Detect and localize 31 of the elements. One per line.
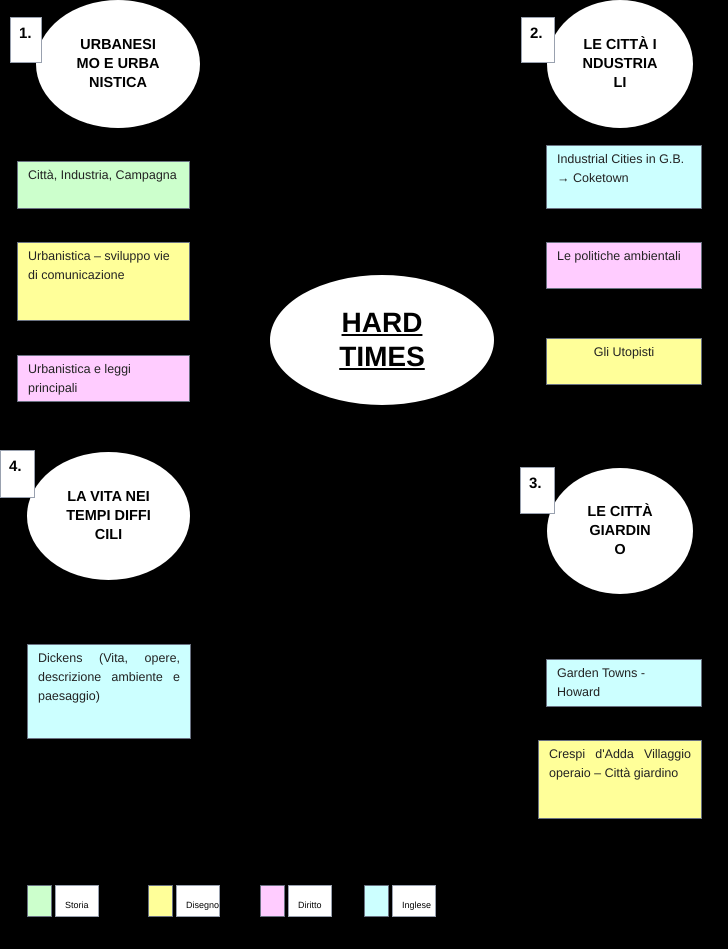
legend-label: Diritto: [288, 885, 332, 917]
topic-card: [546, 145, 702, 209]
legend-label: Storia: [55, 885, 99, 917]
card-text: Urbanistica e leggi principali: [28, 361, 132, 397]
topic-card: [546, 659, 702, 707]
central-title: HARD TIMES: [338, 306, 426, 374]
topic-title: LA VITA NEI TEMPI DIFFICILI: [65, 488, 152, 544]
topic-card: [17, 355, 190, 402]
topic-card: [17, 161, 190, 209]
topic-card: [546, 242, 702, 289]
topic-title: LE CITTÀ INDUSTRIALI: [582, 36, 658, 92]
number-box: 3.: [520, 467, 555, 514]
card-text: Le politiche ambientali: [557, 248, 682, 265]
topic-card: [546, 338, 702, 385]
legend-label: Inglese: [392, 885, 436, 917]
topic-card: [17, 242, 190, 321]
number-box: 4.: [0, 450, 35, 498]
card-text: Gli Utopisti: [592, 344, 656, 361]
card-text: Industrial Cities in G.B. → Coketown: [557, 151, 686, 187]
card-text: Urbanistica – sviluppo vie di comunicazione: [28, 248, 171, 284]
card-text: Dickens (Vita, opere, descrizione ambiente e paesaggio): [38, 650, 180, 705]
topic-title: URBANESIMO E URBANISTICA: [76, 36, 160, 92]
number-box: 1.: [10, 17, 42, 63]
topic-card: [538, 740, 702, 819]
card-text: Città, Industria, Campagna: [28, 167, 178, 184]
card-text: Crespi d'Adda Villaggio operaio – Città giardino: [549, 746, 691, 782]
number-box: 2.: [521, 17, 555, 63]
legend-label: Disegno: [176, 885, 220, 917]
card-text: Garden Towns - Howard: [557, 665, 646, 701]
topic-card: [27, 644, 191, 739]
topic-title: LE CITTÀ GIARDINO: [586, 502, 654, 560]
